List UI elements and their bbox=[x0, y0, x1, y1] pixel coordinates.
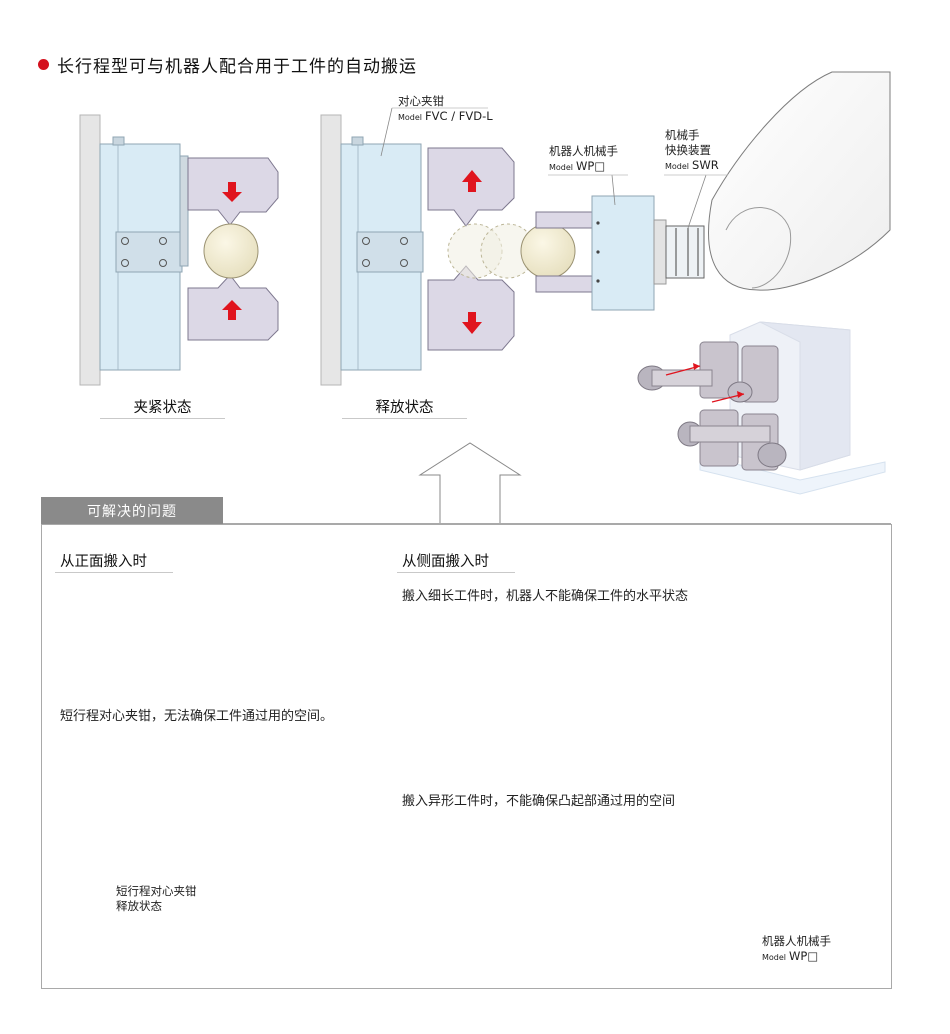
changer-name-1: 机械手 bbox=[665, 128, 719, 143]
side-heading: 从侧面搬入时 bbox=[402, 550, 489, 571]
page-title: 长行程型可与机器人配合用于工件的自动搬运 bbox=[57, 52, 417, 77]
front-label: 短行程对心夹钳 释放状态 bbox=[116, 884, 197, 914]
side-heading-underline bbox=[397, 572, 515, 573]
changer-name-2: 快换装置 bbox=[665, 143, 719, 158]
title-row: 长行程型可与机器人配合用于工件的自动搬运 bbox=[38, 52, 417, 77]
side-hand-name: 机器人机械手 bbox=[762, 934, 831, 949]
gripper-name: 对心夹钳 bbox=[398, 94, 493, 109]
release-underline bbox=[342, 418, 467, 419]
clamp-state-drawing bbox=[80, 115, 278, 385]
red-bullet-icon bbox=[38, 59, 49, 70]
problems-tab: 可解决的问题 bbox=[41, 497, 223, 525]
machine-cell-drawing bbox=[638, 322, 885, 494]
front-label-1: 短行程对心夹钳 bbox=[116, 884, 197, 899]
front-heading-underline bbox=[55, 572, 173, 573]
clamp-state-label: 夹紧状态 bbox=[100, 396, 225, 417]
hand-name: 机器人机械手 bbox=[549, 144, 618, 159]
front-label-2: 释放状态 bbox=[116, 899, 197, 914]
side-desc-1: 搬入细长工件时，机器人不能确保工件的水平状态 bbox=[402, 585, 688, 604]
release-state-label: 释放状态 bbox=[342, 396, 467, 417]
leader-changer bbox=[688, 175, 706, 228]
front-desc: 短行程对心夹钳，无法确保工件通过用的空间。 bbox=[60, 705, 333, 724]
front-heading: 从正面搬入时 bbox=[60, 550, 147, 571]
clamp-underline bbox=[100, 418, 225, 419]
up-outline-arrow bbox=[420, 443, 520, 523]
side-desc-2: 搬入异形工件时，不能确保凸起部通过用的空间 bbox=[402, 790, 675, 809]
